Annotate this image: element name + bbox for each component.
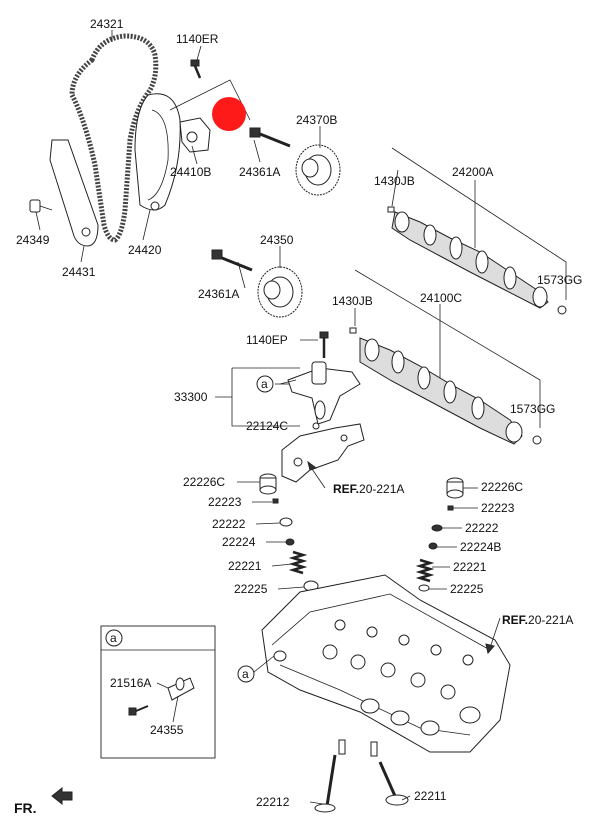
tensioner-arm bbox=[49, 139, 99, 247]
ref-arrow-1 bbox=[307, 460, 326, 489]
label-24200A: 24200A bbox=[452, 165, 493, 179]
bolt-1140EP bbox=[319, 331, 329, 358]
sensor-24355 bbox=[167, 677, 195, 701]
callout-a-head: a bbox=[237, 665, 255, 683]
seat-22224B-right bbox=[428, 542, 438, 550]
retainer-22222-right bbox=[431, 524, 443, 532]
ref-label-1-number: 20-221A bbox=[359, 482, 404, 496]
ref-label-1: REF.20-221A bbox=[333, 482, 404, 496]
ref-label-2-number: 20-221A bbox=[528, 613, 573, 627]
label-21516A: 21516A bbox=[110, 676, 151, 690]
cotter-22223-right bbox=[447, 505, 454, 511]
label-24420: 24420 bbox=[128, 243, 162, 257]
bolt-24361A-lower bbox=[211, 249, 253, 272]
label-22223-right: 22223 bbox=[481, 501, 515, 515]
callout-a-head-text: a bbox=[242, 667, 249, 681]
label-24321: 24321 bbox=[90, 17, 124, 31]
spring-22221-right bbox=[415, 558, 435, 583]
label-33300: 33300 bbox=[174, 390, 208, 404]
retainer-22222-left bbox=[279, 517, 293, 527]
label-22224B-right: 22224B bbox=[460, 540, 501, 554]
label-24431: 24431 bbox=[62, 265, 96, 279]
label-22221-left: 22221 bbox=[228, 559, 262, 573]
ref-label-1-prefix: REF. bbox=[333, 482, 359, 496]
callout-a-box-text: a bbox=[110, 631, 117, 645]
timing-chain bbox=[69, 33, 159, 243]
label-24361A-upper: 24361A bbox=[239, 165, 280, 179]
chain-guide bbox=[134, 93, 181, 211]
callout-a-box: a bbox=[105, 629, 123, 647]
label-22124C: 22124C bbox=[246, 419, 288, 433]
valve-22211 bbox=[378, 761, 409, 806]
label-1430JB-upper: 1430JB bbox=[374, 174, 415, 188]
cotter-22223-left bbox=[272, 498, 279, 504]
cam-bracket bbox=[281, 423, 365, 483]
camshaft-24100C bbox=[359, 337, 523, 445]
callout-a-ocv: a bbox=[256, 375, 274, 393]
label-22222-right: 22222 bbox=[465, 521, 499, 535]
plug-1573GG-upper bbox=[557, 305, 567, 315]
ref-label-2-prefix: REF. bbox=[502, 613, 528, 627]
exhaust-cam-sprocket bbox=[295, 144, 341, 196]
front-arrow-icon bbox=[51, 786, 73, 806]
bolt-21516A bbox=[128, 705, 149, 716]
seal-22124C bbox=[312, 422, 320, 430]
label-24355: 24355 bbox=[150, 723, 184, 737]
label-24100C: 24100C bbox=[420, 291, 462, 305]
label-22224-left: 22224 bbox=[222, 535, 256, 549]
leader-lines bbox=[35, 30, 567, 805]
label-1573GG-upper: 1573GG bbox=[537, 273, 582, 287]
seal-22225-right bbox=[418, 584, 430, 592]
ref-label-2: REF.20-221A bbox=[502, 613, 573, 627]
ref-arrow-2 bbox=[485, 617, 501, 655]
seat-22224-left bbox=[285, 538, 295, 546]
label-24361A-lower: 24361A bbox=[198, 287, 239, 301]
valve-22212 bbox=[314, 754, 337, 813]
camshaft-24200A bbox=[391, 211, 549, 309]
label-22222-left: 22222 bbox=[212, 517, 246, 531]
label-22223-left: 22223 bbox=[208, 495, 242, 509]
label-1430JB-lower: 1430JB bbox=[332, 294, 373, 308]
highlight-marker bbox=[212, 97, 246, 131]
pin-1430JB-upper bbox=[387, 206, 395, 213]
bolt-1140ER bbox=[190, 59, 202, 79]
valve-guide-left bbox=[338, 739, 346, 755]
label-24349: 24349 bbox=[16, 233, 50, 247]
tappet-22226C-left bbox=[259, 473, 277, 495]
label-22212: 22212 bbox=[256, 795, 290, 809]
label-1573GG-lower: 1573GG bbox=[510, 402, 555, 416]
pin-1430JB-lower bbox=[349, 327, 357, 334]
label-24410B: 24410B bbox=[170, 165, 211, 179]
label-22211: 22211 bbox=[414, 789, 447, 803]
callout-a-ocv-text: a bbox=[261, 377, 268, 391]
label-24370B: 24370B bbox=[296, 113, 337, 127]
oil-control-valve-33300 bbox=[287, 361, 361, 425]
valve-guide-right bbox=[370, 741, 378, 757]
cylinder-head bbox=[261, 574, 511, 753]
bolt-24349 bbox=[29, 199, 53, 213]
plug-1573GG-lower bbox=[532, 435, 542, 445]
bolt-24361A-upper bbox=[249, 127, 291, 148]
label-22226C-right: 22226C bbox=[481, 480, 523, 494]
detail-box-a bbox=[100, 625, 216, 759]
label-22221-right: 22221 bbox=[453, 560, 487, 574]
spring-22221-left bbox=[288, 550, 308, 575]
tappet-22226C-right bbox=[446, 477, 464, 499]
label-22226C-left: 22226C bbox=[183, 475, 225, 489]
label-22225-right: 22225 bbox=[450, 582, 484, 596]
label-22225-left: 22225 bbox=[234, 582, 268, 596]
intake-cam-sprocket bbox=[257, 266, 303, 318]
front-label: FR. bbox=[14, 800, 37, 816]
label-24350: 24350 bbox=[260, 233, 294, 247]
label-1140ER: 1140ER bbox=[176, 32, 219, 46]
label-1140EP: 1140EP bbox=[246, 333, 288, 347]
